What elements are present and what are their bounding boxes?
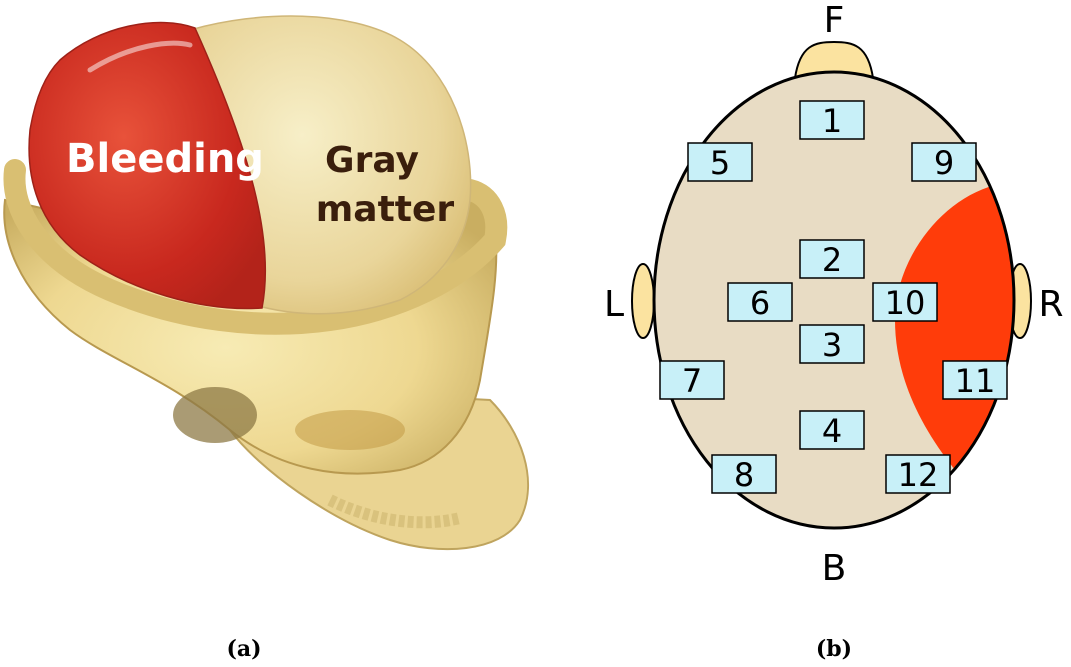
electrode-label: 10 [885, 284, 926, 322]
left-label: L [604, 284, 624, 325]
electrode-12: 12 [886, 455, 950, 494]
electrode-5: 5 [688, 143, 752, 182]
electrode-8: 8 [712, 455, 776, 494]
electrode-2: 2 [800, 240, 864, 279]
electrode-label: 3 [822, 326, 842, 364]
electrode-label: 7 [682, 362, 702, 400]
electrode-label: 5 [710, 144, 730, 182]
electrode-label: 4 [822, 412, 842, 450]
electrode-6: 6 [728, 283, 792, 322]
back-label: B [822, 548, 847, 589]
electrode-4: 4 [800, 411, 864, 450]
electrode-10: 10 [873, 283, 937, 322]
skull-model-photo: Bleeding Gray matter [4, 16, 528, 549]
electrode-label: 12 [898, 456, 939, 494]
electrode-label: 2 [822, 241, 842, 279]
electrode-label: 1 [822, 102, 842, 140]
electrode-label: 9 [934, 144, 954, 182]
electrode-11: 11 [943, 361, 1007, 400]
electrode-1: 1 [800, 101, 864, 140]
electrode-label: 8 [734, 456, 754, 494]
skull-cheek-hole [295, 410, 405, 450]
gray-matter-label-line2: matter [316, 189, 455, 230]
gray-matter-label-line1: Gray [325, 140, 419, 181]
electrode-9: 9 [912, 143, 976, 182]
electrode-3: 3 [800, 325, 864, 364]
caption-a: (a) [226, 636, 261, 662]
electrode-label: 11 [955, 362, 996, 400]
electrode-label: 6 [750, 284, 770, 322]
electrode-7: 7 [660, 361, 724, 400]
skull-eye-socket [173, 387, 257, 443]
caption-b: (b) [816, 636, 852, 662]
left-ear [632, 264, 654, 338]
head-diagram: F B L R 1 2 3 4 5 6 7 [604, 0, 1064, 589]
right-label: R [1038, 284, 1063, 325]
front-label: F [824, 0, 845, 41]
bleeding-label: Bleeding [66, 136, 264, 182]
